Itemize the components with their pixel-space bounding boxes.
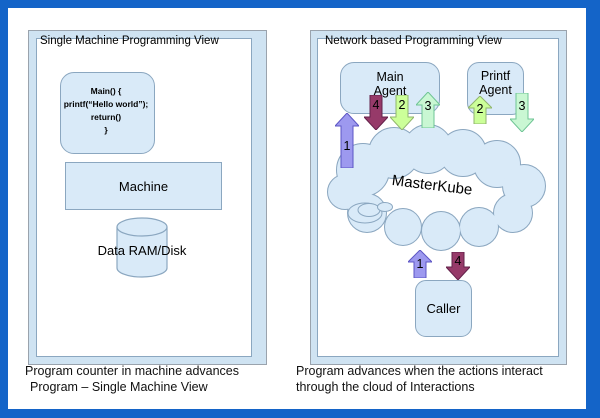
code-line: return() [90, 112, 122, 122]
data-ram-disk-cylinder [116, 217, 168, 278]
data-ram-disk-label: Data RAM/Disk [97, 243, 187, 258]
arrow-4-mainagent: 4 [364, 95, 388, 130]
arrow-3-mainagent: 3 [416, 92, 440, 128]
arrow-label: 1 [416, 257, 424, 271]
machine-label: Machine [118, 178, 169, 194]
arrow-3-printfagent: 3 [510, 93, 534, 132]
machine-box: Machine [65, 162, 222, 210]
arrow-label: 4 [372, 98, 380, 112]
main-code-text: Main() { printf(“Hello world”); return()… [36, 85, 176, 137]
printf-agent-line2: Agent [479, 83, 512, 97]
printf-agent-line1: Printf [480, 69, 511, 83]
single-machine-title: Single Machine Programming View [40, 35, 219, 47]
masterkube-cloud [327, 124, 546, 251]
arrow-2-mainagent: 2 [390, 95, 414, 130]
arrow-4-caller: 4 [446, 252, 470, 280]
code-line: printf(“Hello world”); [63, 99, 149, 109]
main-code-box [60, 72, 155, 154]
arrow-label: 4 [454, 254, 462, 268]
right-caption: Program advances when the actions intera… [296, 363, 543, 395]
arrow-label: 3 [518, 99, 526, 113]
arrow-2-printfagent: 2 [468, 96, 492, 124]
code-line: Main() { [90, 86, 122, 96]
arrow-label: 2 [476, 102, 484, 116]
printf-agent-box: Printf Agent [467, 62, 524, 115]
cloud-swirl [347, 202, 393, 224]
left-caption-line2: Program – Single Machine View [30, 380, 208, 394]
arrow-1-caller: 1 [408, 250, 432, 278]
arrow-1-mainagent: 1 [335, 113, 359, 168]
right-caption-line1: Program advances when the actions intera… [296, 364, 543, 378]
main-agent-line1: Main [376, 70, 404, 84]
left-caption: Program counter in machine advances Prog… [25, 363, 239, 395]
right-caption-line2: through the cloud of Interactions [296, 380, 475, 394]
network-title: Network based Programming View [325, 35, 502, 47]
caller-box: Caller [415, 280, 472, 337]
left-caption-line1: Program counter in machine advances [25, 364, 240, 378]
arrow-label: 2 [398, 98, 406, 112]
arrow-label: 1 [343, 139, 351, 153]
arrow-label: 3 [424, 99, 432, 113]
code-line: } [104, 125, 108, 135]
caller-label: Caller [426, 301, 461, 316]
